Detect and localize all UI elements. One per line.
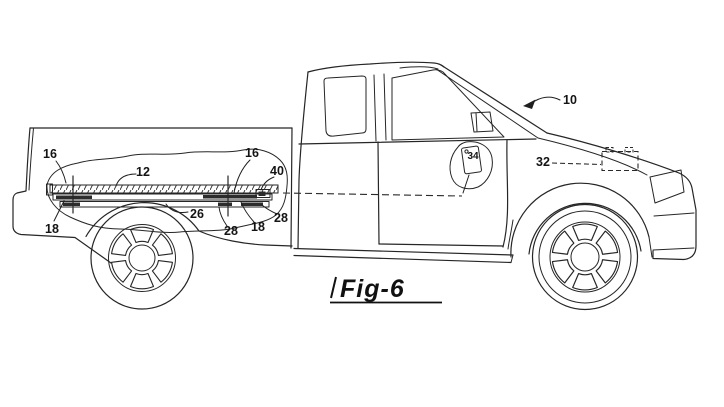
callout-18-left-label: 18 [45,222,59,236]
signal-dashed-line [282,192,463,197]
battery-module [551,147,639,172]
tonneau-mechanism [46,148,288,233]
callout-26-label: 26 [190,207,204,221]
callout-leaders [53,159,278,227]
callout-28-mid-label: 28 [224,224,238,238]
battery-leader-dashed [551,162,602,166]
callout-18-right-label: 18 [251,220,265,234]
signal-path [282,192,463,197]
callout-10-label: 10 [563,93,577,107]
upper-rail [52,193,273,201]
truck-body-outline [12,61,697,264]
lower-rail [59,201,270,208]
callout-34-label: 34 [467,151,479,162]
figure-label-text: Fig-6 [340,275,405,303]
front-wheel [531,203,639,311]
keyhole-icon [464,149,469,154]
door-keypad-assembly [449,141,493,194]
callout-12-label: 12 [136,165,150,179]
callout-16-left-label: 16 [43,147,57,161]
figure-label: Fig-6 [330,275,442,304]
reference-arrow-10 [523,96,561,109]
callout-32-label: 32 [536,155,550,169]
callout-40-label: 40 [270,164,284,178]
battery-module-dashed-box [601,150,639,172]
rear-wheel [90,206,194,310]
latch-bracket [255,189,271,198]
callout-28-right-label: 28 [274,211,288,225]
cover-panel [46,183,279,196]
callout-16-right-label: 16 [245,146,259,160]
